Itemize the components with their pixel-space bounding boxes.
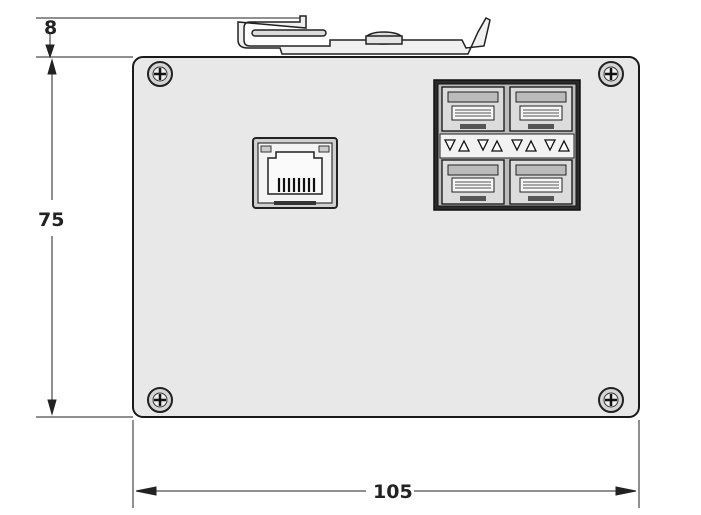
- screw-icon: [598, 61, 624, 87]
- rj45-port-icon: [252, 137, 338, 209]
- link-indicator-icon: [443, 139, 571, 152]
- dimension-label-top-offset: 8: [44, 17, 57, 39]
- sfp-port: [441, 159, 505, 205]
- screw-icon: [598, 387, 624, 413]
- sfp-port: [441, 86, 505, 132]
- dimension-height: [36, 58, 133, 418]
- sfp-cage-2x2-icon: [433, 79, 581, 211]
- sfp-port: [509, 159, 573, 205]
- dimension-label-height: 75: [38, 209, 64, 231]
- sfp-port: [509, 86, 573, 132]
- screw-icon: [147, 61, 173, 87]
- screw-icon: [147, 387, 173, 413]
- dimension-width: [132, 420, 640, 508]
- dimension-label-width: 105: [373, 481, 413, 503]
- din-rail-clip: [237, 15, 491, 55]
- dimension-top-offset: [36, 17, 300, 59]
